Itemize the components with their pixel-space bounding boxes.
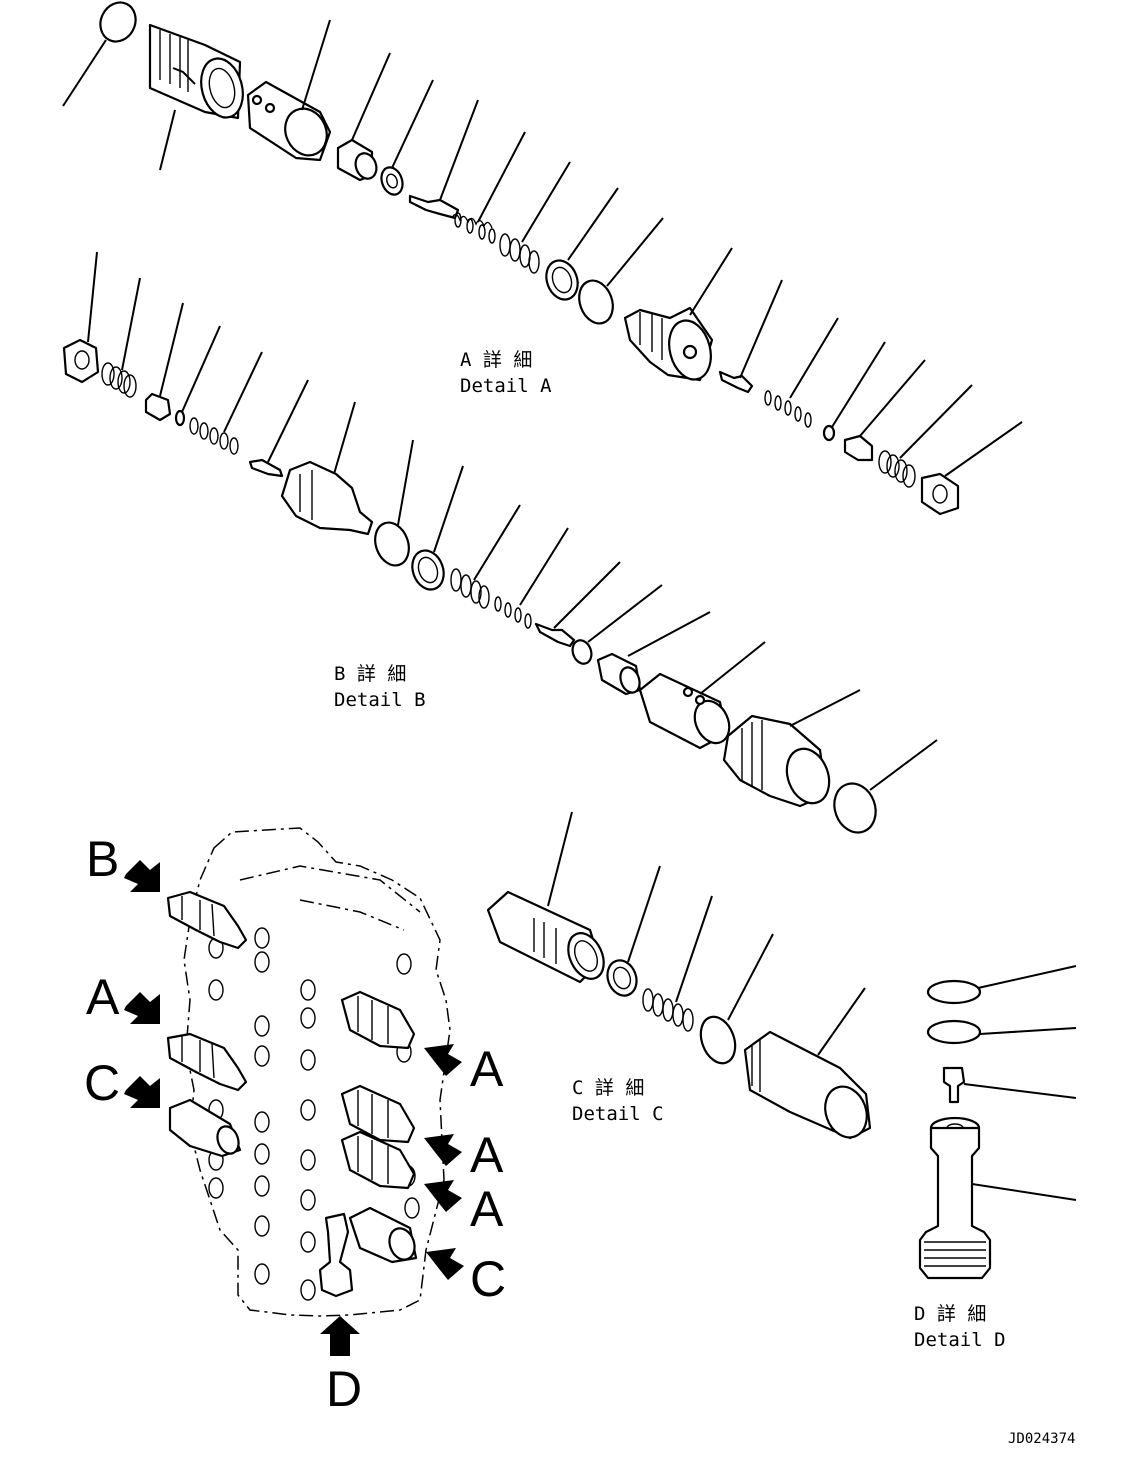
callout-right-4: C	[470, 1251, 506, 1307]
detail-a-en-label: Detail A	[460, 375, 552, 397]
callout-right-1: A	[470, 1041, 504, 1097]
detail-d-en-label: Detail D	[914, 1329, 1006, 1351]
detail-a-jp-label: A 詳 細	[460, 349, 532, 371]
detail-b-jp-label: B 詳 細	[334, 663, 406, 685]
callout-left-2: A	[86, 969, 120, 1025]
detail-d-assembly	[918, 965, 1077, 1280]
detail-labels: A 詳 細 Detail A B 詳 細 Detail B C 詳 細 Deta…	[334, 349, 1006, 1351]
drawing-code: JD024374	[1008, 1431, 1075, 1447]
detail-d-jp-label: D 詳 細	[914, 1303, 986, 1325]
callout-left-3: C	[84, 1055, 120, 1111]
detail-a-assembly	[62, 1, 664, 325]
detail-b-en-label: Detail B	[334, 689, 426, 711]
callout-arrows	[124, 860, 464, 1356]
callout-letters: B A C A A A C D	[84, 831, 506, 1417]
detail-c-assembly	[486, 811, 872, 1140]
control-valve-body	[166, 827, 451, 1317]
callout-bottom: D	[326, 1361, 362, 1417]
callout-right-2: A	[470, 1127, 504, 1183]
callout-left-1: B	[86, 831, 119, 887]
callout-right-3: A	[470, 1181, 504, 1237]
detail-c-en-label: Detail C	[572, 1103, 664, 1125]
detail-c-jp-label: C 詳 細	[572, 1077, 644, 1099]
detail-b-assembly	[62, 251, 938, 834]
detail-a-lower-assembly	[623, 247, 1023, 516]
